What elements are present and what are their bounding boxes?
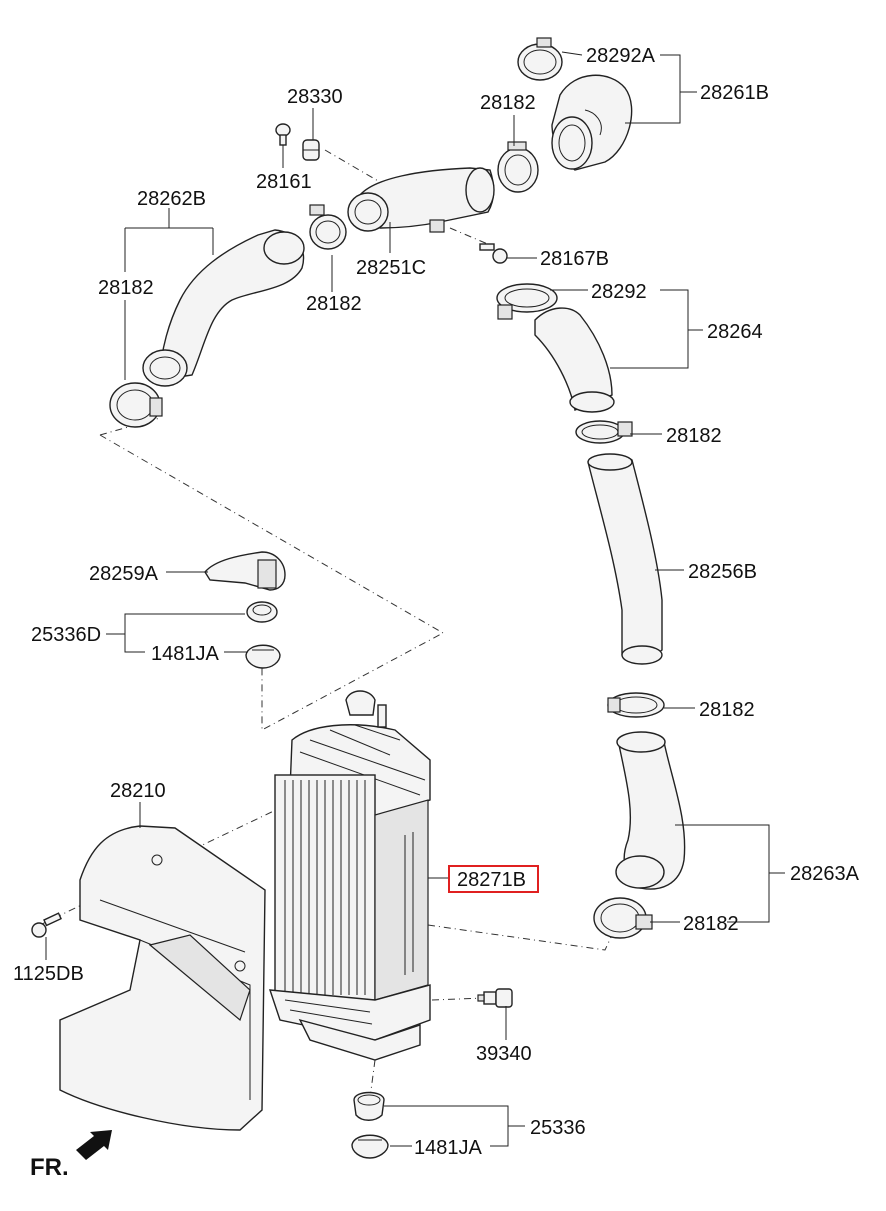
sensor-39340 (477, 988, 513, 1008)
bolt-28167B (479, 243, 508, 264)
label-28259A: 28259A (89, 563, 159, 585)
front-direction-arrow (76, 1130, 112, 1160)
hose-28262B (142, 229, 305, 387)
label-28330: 28330 (287, 86, 343, 108)
label-28262B: 28262B (137, 188, 206, 210)
screw-28161 (275, 123, 291, 146)
label-28167B: 28167B (540, 248, 609, 270)
bolt-1125DB (31, 912, 62, 938)
label-28182: 28182 (306, 293, 362, 315)
label-28182: 28182 (683, 913, 739, 935)
label-28263A: 28263A (790, 863, 860, 885)
label-28182: 28182 (699, 699, 755, 721)
clamp-28182-upper (497, 141, 539, 193)
label-1481JA: 1481JA (414, 1137, 482, 1159)
highlight-box-28271B (448, 865, 539, 893)
label-1125DB: 1125DB (13, 963, 84, 985)
clamp-28182-r2 (607, 692, 665, 718)
core-fins (284, 780, 366, 995)
label-28182: 28182 (666, 425, 722, 447)
part-labels: 28292A 28261B 28330 28182 28161 28262B 2… (13, 45, 860, 1181)
front-label: FR. (30, 1154, 69, 1181)
mount-1481JA-upper (245, 644, 281, 669)
label-28261B: 28261B (700, 82, 769, 104)
leader-lines (45, 51, 785, 1147)
label-39340: 39340 (476, 1043, 532, 1065)
label-28182: 28182 (480, 92, 536, 114)
label-28256B: 28256B (688, 561, 757, 583)
grommet-25336D (246, 601, 278, 623)
mount-1481JA-lower (351, 1134, 389, 1159)
bracket-28259A (204, 551, 286, 591)
clamp-28182-r3 (593, 897, 653, 939)
label-28182: 28182 (98, 277, 154, 299)
hose-28264 (534, 307, 615, 413)
label-1481JA: 1481JA (151, 643, 219, 665)
clamp-28182-left (109, 382, 163, 428)
label-28271B: 28271B (457, 869, 526, 891)
label-28292A: 28292A (586, 45, 656, 67)
clamp-28292A (517, 37, 563, 81)
duct-28261B (551, 74, 633, 171)
clamp-28182-mid (309, 204, 347, 250)
label-28264: 28264 (707, 321, 763, 343)
grommet-28330 (302, 139, 320, 161)
grommet-25336 (353, 1091, 385, 1121)
label-28210: 28210 (110, 780, 166, 802)
label-25336D: 25336D (31, 624, 101, 646)
pipe-28256B (587, 453, 663, 665)
clamp-28292 (496, 283, 558, 320)
label-28251C: 28251C (356, 257, 426, 279)
pipe-28251C (347, 167, 495, 233)
air-guide-28210 (59, 825, 266, 1131)
label-28161: 28161 (256, 171, 312, 193)
label-28292: 28292 (591, 281, 647, 303)
intercooler-28271B (268, 690, 431, 1061)
hose-28263A (615, 731, 686, 890)
label-25336: 25336 (530, 1117, 586, 1139)
clamp-28182-r1 (575, 420, 633, 444)
